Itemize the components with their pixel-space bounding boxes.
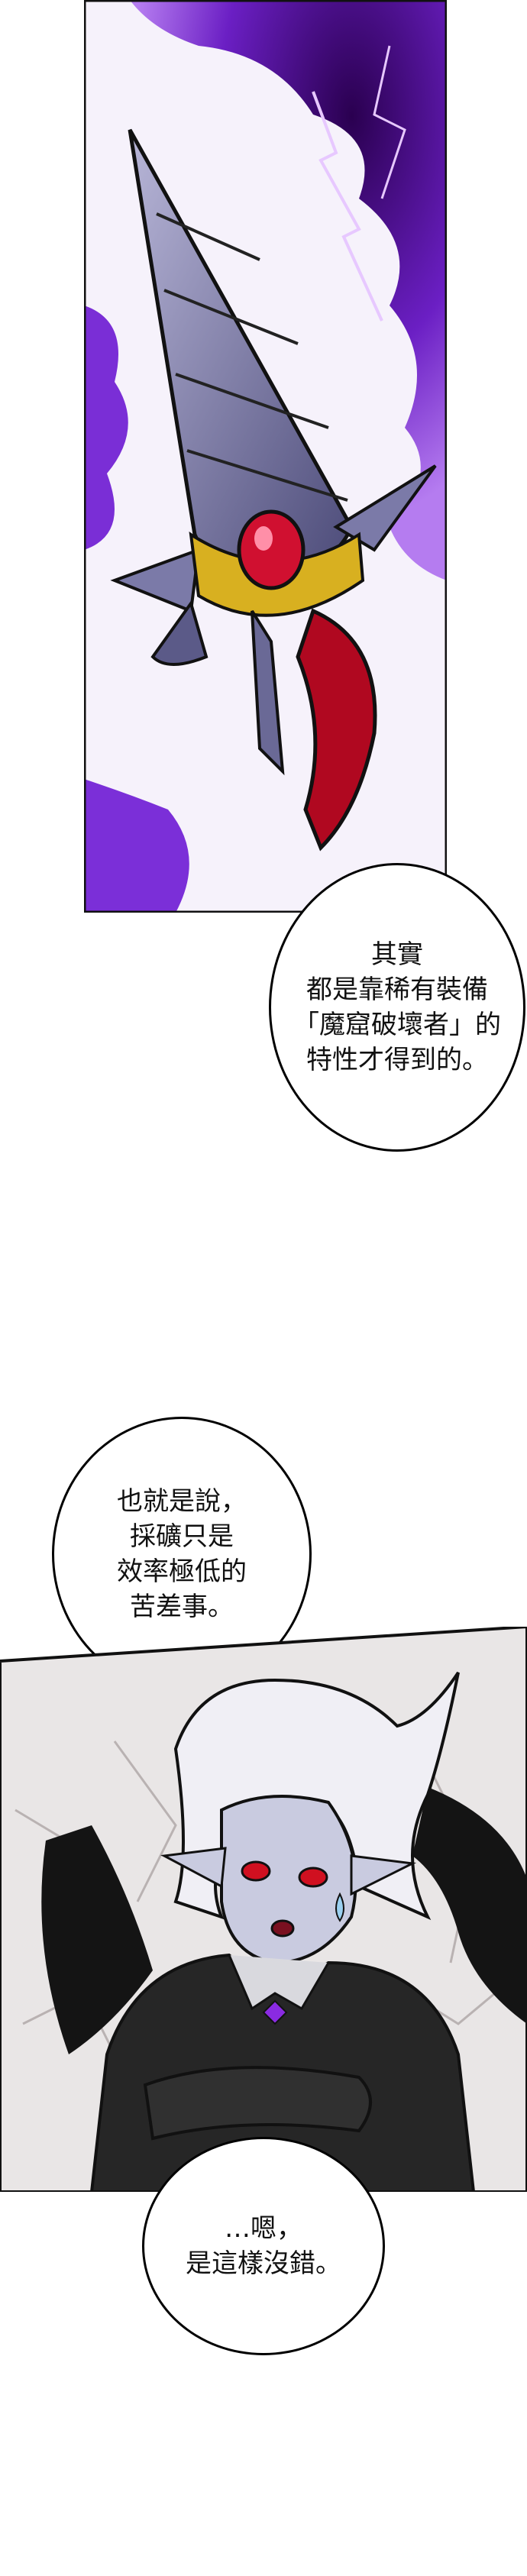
horn-left xyxy=(110,548,201,613)
bubble-3-line-2: 是這樣沒錯。 xyxy=(186,2248,341,2279)
crossed-arms xyxy=(143,2066,372,2141)
bubble-1-line-3: 「魔窟破壞者」的 xyxy=(293,1010,501,1040)
drill-ridge-2 xyxy=(163,289,299,345)
eye-left xyxy=(241,1860,271,1882)
coat-collar xyxy=(228,1954,330,2011)
purple-cloud-top xyxy=(130,0,447,580)
purple-gem-brooch xyxy=(262,1999,288,2025)
side-blade xyxy=(150,600,209,666)
dark-wing-left xyxy=(41,1825,154,2054)
red-blade xyxy=(296,608,377,852)
red-eye-shine xyxy=(254,526,273,551)
pointed-ear-right xyxy=(350,1854,417,1896)
bubble-2-line-3: 效率極低的 xyxy=(117,1556,247,1587)
drill-ridge-1 xyxy=(156,212,260,261)
red-eye-gem xyxy=(237,509,306,590)
drill-weapon-panel xyxy=(84,0,447,913)
lightning-1 xyxy=(312,91,383,322)
pointed-ear-left xyxy=(160,1847,227,1889)
handle-prong xyxy=(251,609,285,776)
bubble-3-text: …嗯， 是這樣沒錯。 xyxy=(186,2211,341,2281)
demon-character-illustration xyxy=(0,1627,527,2192)
bubble-3-line-1: …嗯， xyxy=(225,2213,302,2244)
open-mouth xyxy=(270,1919,295,1938)
purple-cloud-bottom xyxy=(84,779,189,913)
bubble-1-line-4: 特性才得到的。 xyxy=(306,1045,488,1075)
dark-wing-right xyxy=(412,1787,527,2024)
drill-ridge-3 xyxy=(175,373,329,429)
speech-bubble-3: …嗯， 是這樣沒錯。 xyxy=(142,2137,385,2355)
bubble-2-line-2: 採礦只是 xyxy=(130,1521,234,1552)
white-hair xyxy=(173,1671,460,1921)
bubble-2-text: 也就是說， 採礦只是 效率極低的 苦差事。 xyxy=(117,1484,247,1624)
bubble-2-line-1: 也就是說， xyxy=(117,1486,247,1517)
purple-cloud-left xyxy=(84,305,128,550)
bubble-2-line-4: 苦差事。 xyxy=(130,1592,234,1622)
sweat-drop xyxy=(335,1892,344,1922)
bubble-1-text: 其實 都是靠稀有裝備 「魔窟破壞者」的 特性才得到的。 xyxy=(293,937,501,1078)
bubble-1-line-2: 都是靠稀有裝備 xyxy=(306,974,488,1005)
drill-weapon-illustration xyxy=(84,0,447,913)
drill-ridge-4 xyxy=(186,449,348,502)
lightning-2 xyxy=(373,45,406,199)
bubble-1-line-1: 其實 xyxy=(371,939,423,970)
demon-character-panel xyxy=(0,1627,527,2192)
speech-bubble-1: 其實 都是靠稀有裝備 「魔窟破壞者」的 特性才得到的。 xyxy=(269,863,525,1152)
face xyxy=(220,1795,357,1965)
eye-right xyxy=(298,1867,328,1888)
